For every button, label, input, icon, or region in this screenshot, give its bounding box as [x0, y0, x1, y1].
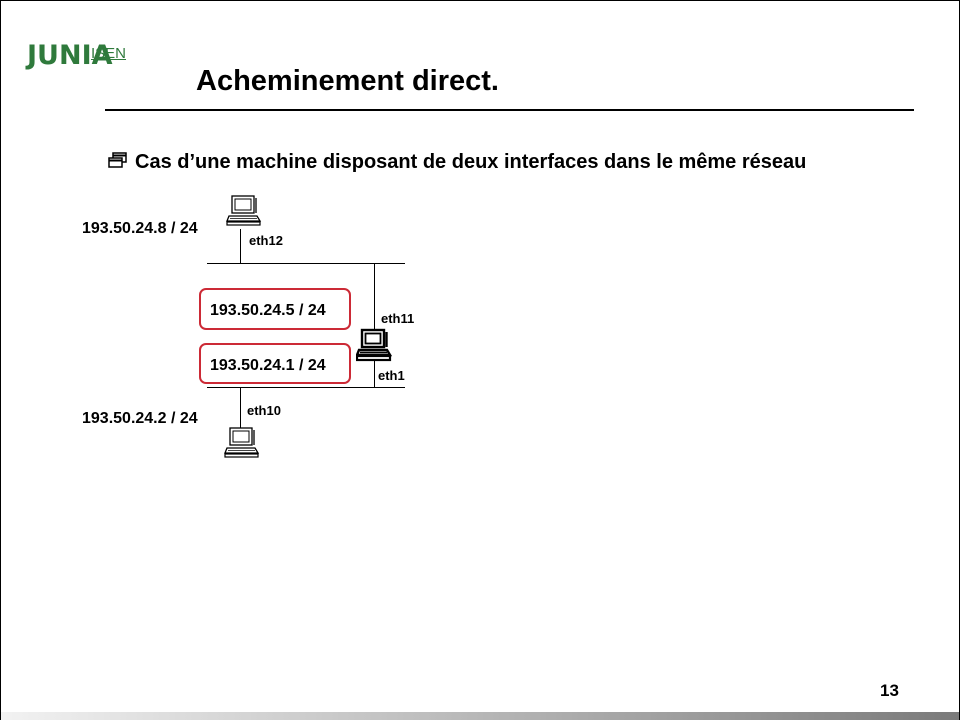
host-top-ip: 193.50.24.8 / 24 — [82, 220, 198, 237]
logo-sub-text: ISEN — [91, 45, 127, 62]
host-bottom-iface: eth10 — [247, 403, 281, 418]
logo-main-text: JUNIA — [27, 40, 113, 71]
bullet-text: Cas d’une machine disposant de deux inte… — [135, 151, 807, 173]
router-upper-link — [374, 264, 375, 333]
router-iface-lower: eth1 — [378, 368, 405, 383]
network-line-lower — [207, 387, 405, 388]
router-iface-upper: eth11 — [381, 311, 415, 326]
footer-gradient-bar — [1, 712, 959, 720]
host-top-iface: eth12 — [249, 233, 283, 248]
router-ip-box-upper: 193.50.24.5 / 24 — [199, 288, 351, 330]
router-lower-link — [374, 361, 375, 387]
host-bottom-link — [240, 388, 241, 428]
page-number: 13 — [880, 681, 899, 700]
computer-icon-bottom — [224, 427, 260, 458]
window-bullet-icon — [108, 152, 127, 168]
network-line-upper — [207, 263, 405, 264]
host-top-link — [240, 229, 241, 263]
computer-icon-top — [226, 195, 262, 226]
host-bottom-ip: 193.50.24.2 / 24 — [82, 410, 198, 427]
computer-icon-router — [356, 328, 392, 362]
router-ip-lower: 193.50.24.1 / 24 — [210, 357, 326, 374]
title-underline — [105, 109, 914, 111]
router-ip-upper: 193.50.24.5 / 24 — [210, 302, 326, 319]
slide-title: Acheminement direct. — [196, 65, 499, 97]
router-ip-box-lower: 193.50.24.1 / 24 — [199, 343, 351, 384]
